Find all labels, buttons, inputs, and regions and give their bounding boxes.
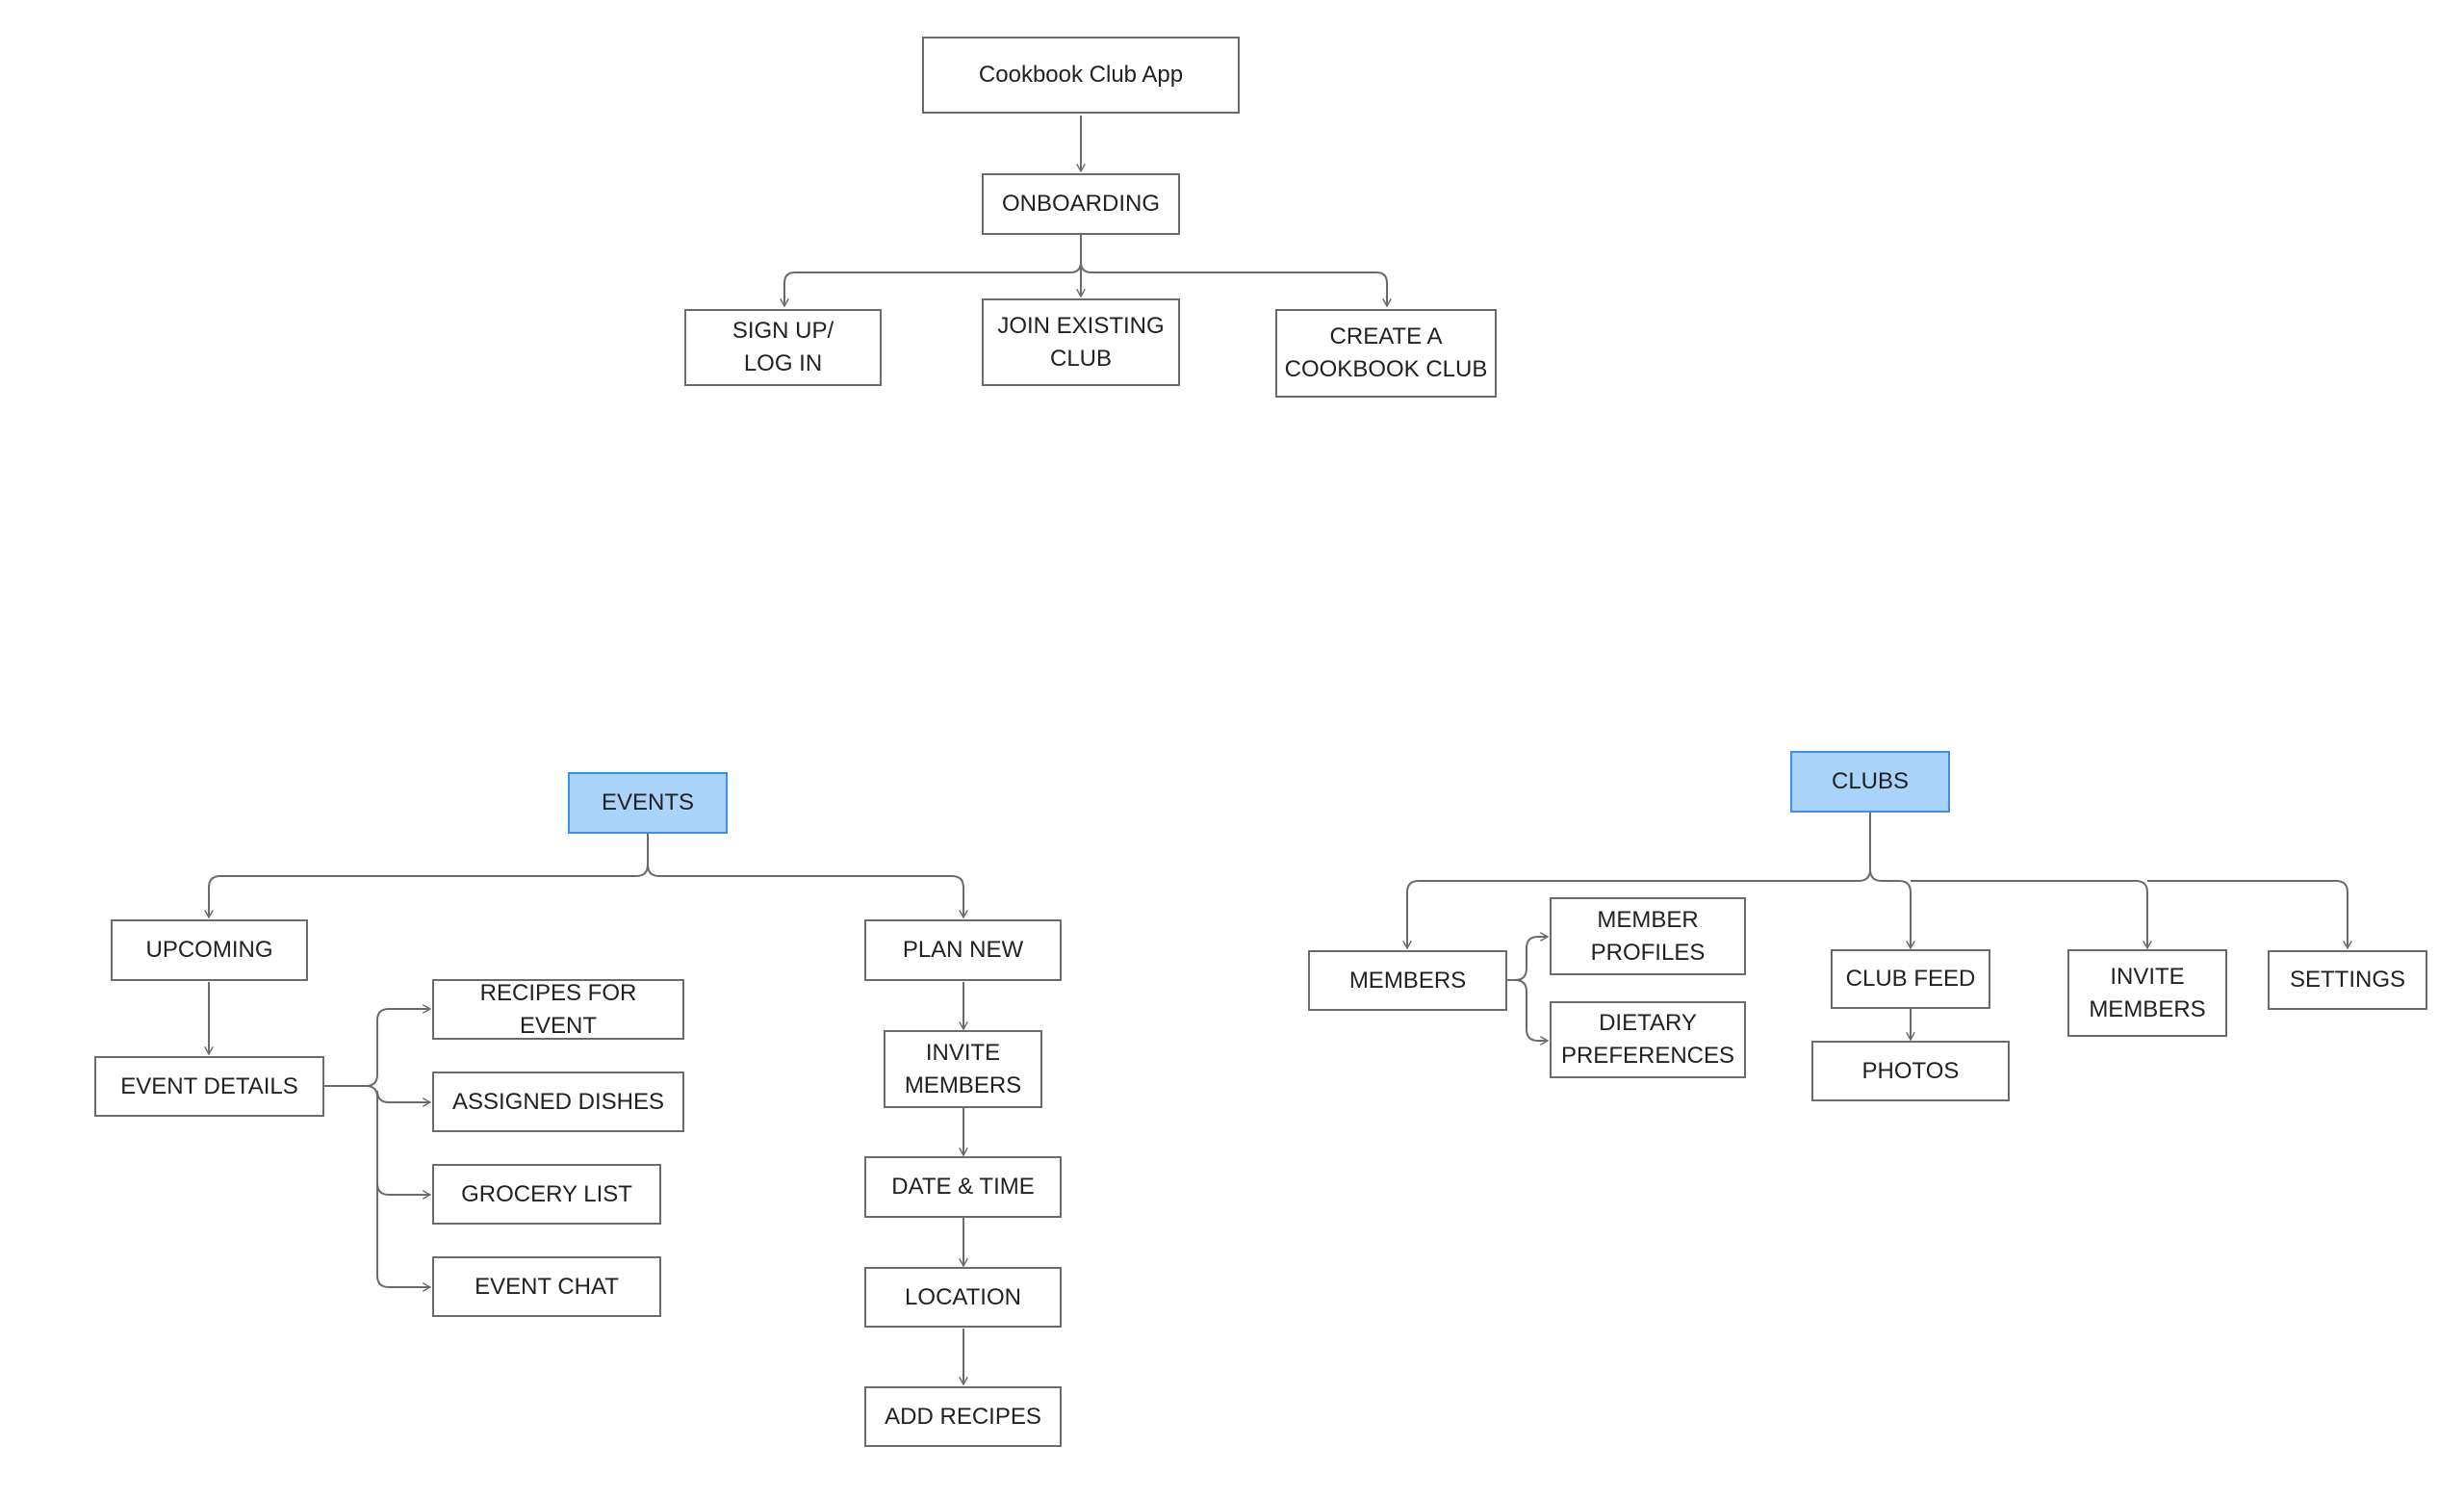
connector-clubs-members [1407, 813, 1871, 948]
node-clubs: CLUBS [1790, 751, 1950, 813]
connector-onboarding-create [1080, 235, 1387, 306]
node-photos: PHOTOS [1811, 1041, 2010, 1101]
node-assigned-dishes: ASSIGNED DISHES [432, 1072, 684, 1132]
node-onboarding: ONBOARDING [982, 173, 1180, 235]
node-event-chat: EVENT CHAT [432, 1256, 661, 1317]
node-root: Cookbook Club App [922, 37, 1240, 114]
connector-clubs-club-feed [1869, 868, 1911, 948]
connector-details-recipes [324, 1009, 430, 1087]
connector-details-chat [376, 1183, 430, 1287]
node-member-profiles: MEMBER PROFILES [1550, 897, 1746, 975]
node-date-time: DATE & TIME [864, 1156, 1062, 1218]
connector-events-plan-new [647, 834, 963, 917]
node-location: LOCATION [864, 1267, 1062, 1328]
node-invite-members-club: INVITE MEMBERS [2067, 949, 2227, 1037]
node-create-club: CREATE A COOKBOOK CLUB [1275, 309, 1497, 398]
connector-details-assigned [365, 1085, 430, 1102]
node-join-existing-club: JOIN EXISTING CLUB [982, 298, 1180, 386]
node-members: MEMBERS [1308, 950, 1507, 1011]
node-grocery-list: GROCERY LIST [432, 1164, 661, 1225]
node-settings: SETTINGS [2268, 950, 2427, 1010]
connector-clubs-invite [1911, 880, 2147, 948]
node-add-recipes: ADD RECIPES [864, 1386, 1062, 1447]
connector-details-grocery [376, 1098, 430, 1195]
node-events: EVENTS [568, 772, 728, 834]
connector-members-profiles [1507, 937, 1548, 981]
connector-clubs-settings [2147, 880, 2348, 948]
connector-members-dietary [1514, 979, 1548, 1041]
node-dietary-preferences: DIETARY PREFERENCES [1550, 1001, 1746, 1078]
node-plan-new: PLAN NEW [864, 919, 1062, 981]
node-recipes-for-event: RECIPES FOR EVENT [432, 979, 684, 1040]
connector-onboarding-signup [784, 235, 1082, 306]
node-club-feed: CLUB FEED [1831, 949, 1990, 1009]
node-upcoming: UPCOMING [111, 919, 308, 981]
connector-events-upcoming [209, 834, 649, 917]
node-event-details: EVENT DETAILS [94, 1056, 324, 1117]
node-signup: SIGN UP/ LOG IN [684, 309, 882, 386]
node-invite-members-event: INVITE MEMBERS [884, 1030, 1042, 1108]
